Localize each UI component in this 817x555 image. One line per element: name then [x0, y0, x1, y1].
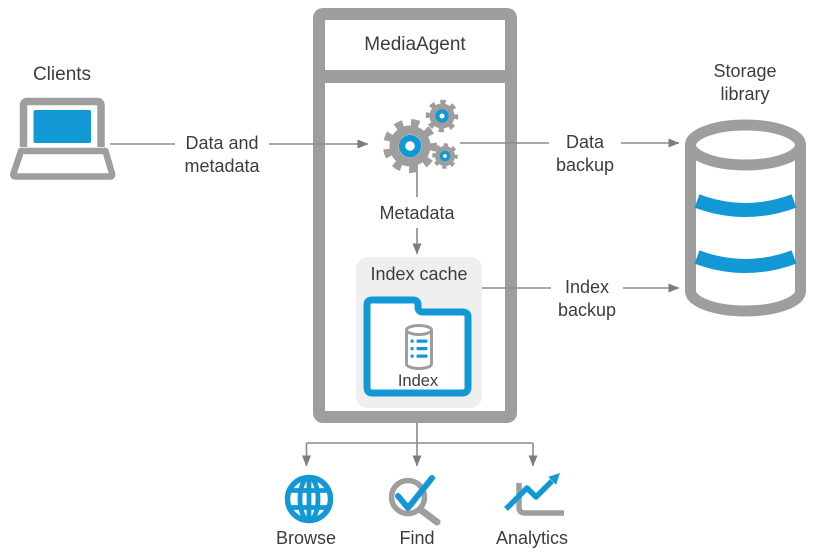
index-cache-title: Index cache — [370, 264, 468, 284]
media-agent-title: MediaAgent — [325, 20, 505, 83]
index-cache-box: Index cache — [356, 257, 482, 408]
